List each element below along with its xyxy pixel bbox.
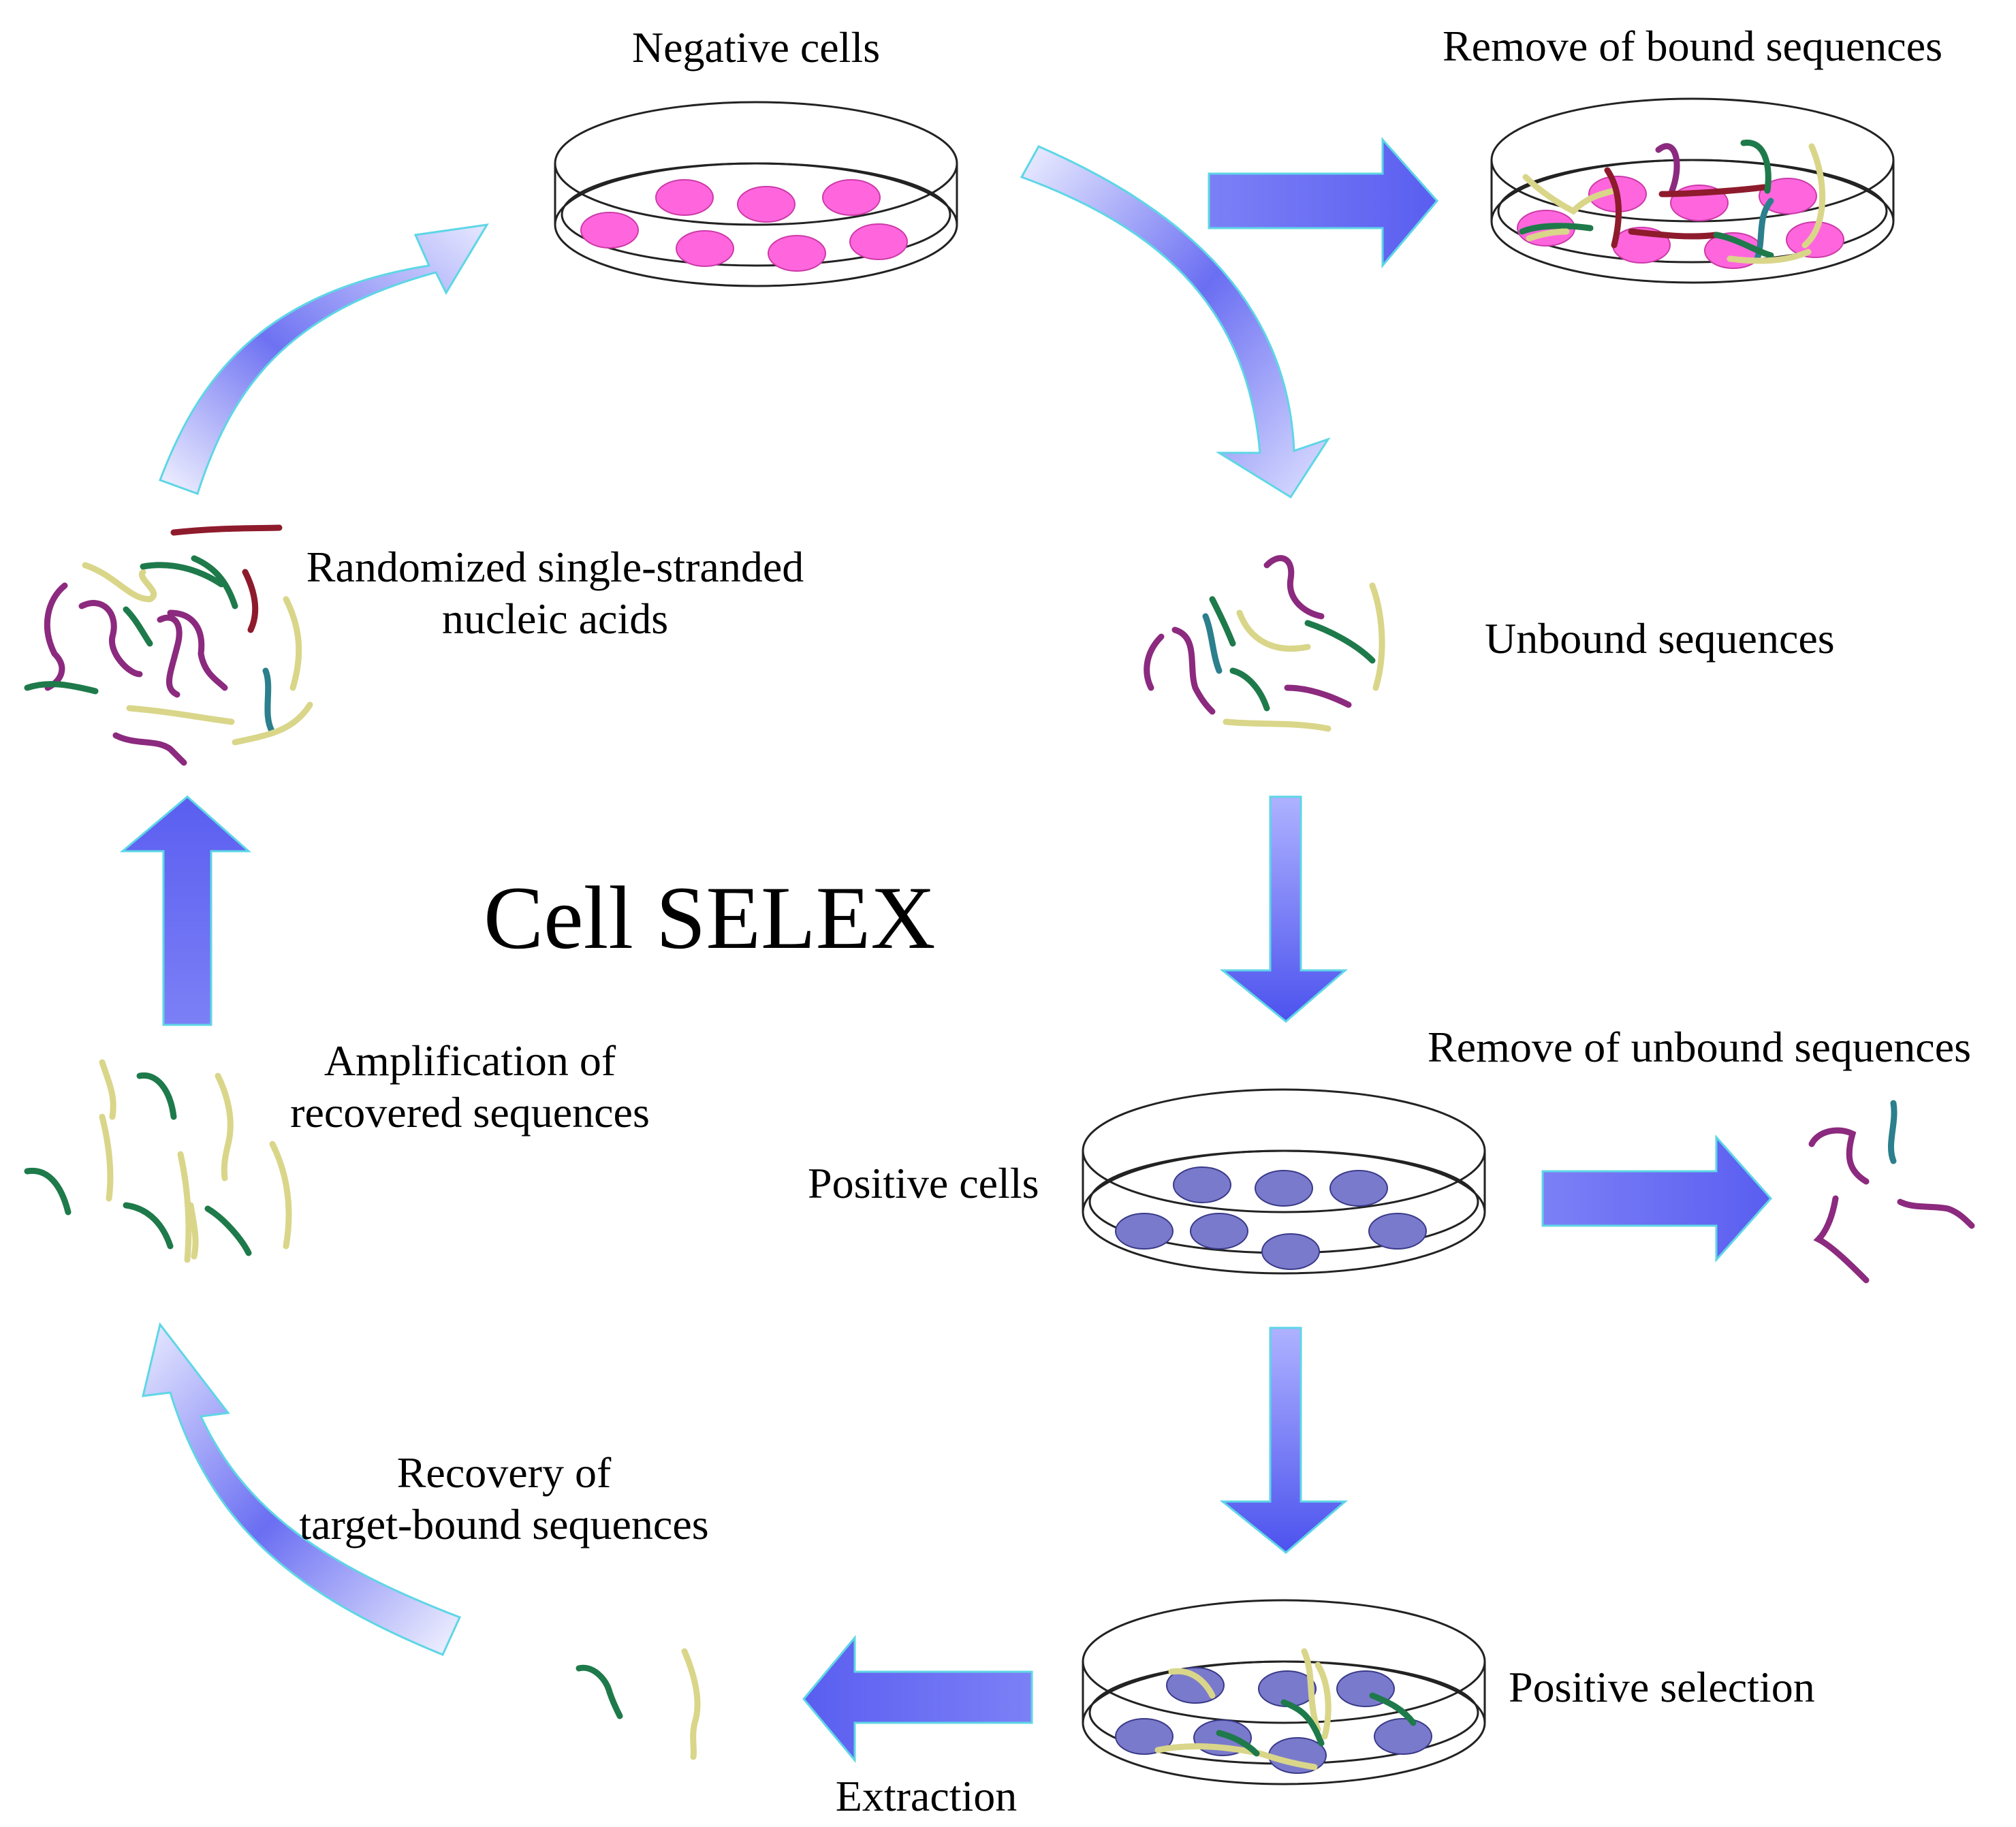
strands-unbound: [1144, 555, 1385, 732]
strands-positive-selection: [1154, 1648, 1417, 1770]
label-recovery-line2: target-bound sequences: [299, 1499, 709, 1548]
label-randomized-line1: Randomized single-stranded: [306, 543, 804, 591]
diagram-title: Cell SELEX: [484, 868, 936, 968]
positive-selection-dish: [1082, 1599, 1486, 1785]
label-randomized: Randomized single-stranded nucleic acids: [276, 541, 834, 644]
curved-arrow-top-left: [159, 223, 489, 495]
label-unbound: Unbound sequences: [1485, 614, 1835, 663]
label-negative-cells: Negative cells: [631, 23, 881, 72]
label-amplification: Amplification of recovered sequences: [259, 1035, 681, 1138]
label-amplification-line1: Amplification of: [324, 1036, 616, 1085]
label-remove-bound: Remove of bound sequences: [1442, 22, 1943, 70]
arrow-right-middle: [1541, 1134, 1773, 1262]
arrow-up-left: [119, 795, 251, 1026]
label-extraction: Extraction: [835, 1772, 1018, 1820]
arrow-left-extraction: [802, 1634, 1033, 1764]
label-remove-unbound: Remove of unbound sequences: [1427, 1023, 1972, 1071]
positive-cells: [1115, 1166, 1427, 1270]
curved-arrow-top-right: [1020, 145, 1331, 499]
label-positive-cells: Positive cells: [808, 1159, 1039, 1207]
label-randomized-line2: nucleic acids: [441, 594, 669, 643]
negative-cells: [580, 179, 908, 272]
bound-dish: [1490, 97, 1895, 284]
curved-arrow-bottom-left: [142, 1322, 462, 1656]
strands-randomized: [24, 524, 313, 766]
strands-removed-unbound: [1808, 1100, 1975, 1284]
strands-amplified: [24, 1059, 292, 1263]
negative-cells-dish: [554, 101, 958, 287]
strands-extracted: [576, 1648, 701, 1760]
label-positive-selection: Positive selection: [1509, 1663, 1815, 1711]
arrow-down-2: [1219, 1326, 1349, 1554]
arrow-down-1: [1219, 795, 1349, 1023]
strands-bound-dish: [1519, 140, 1826, 264]
label-recovery-line1: Recovery of: [396, 1448, 612, 1497]
label-amplification-line2: recovered sequences: [290, 1087, 650, 1137]
label-recovery: Recovery of target-bound sequences: [266, 1447, 742, 1550]
arrow-right-top: [1208, 137, 1438, 269]
